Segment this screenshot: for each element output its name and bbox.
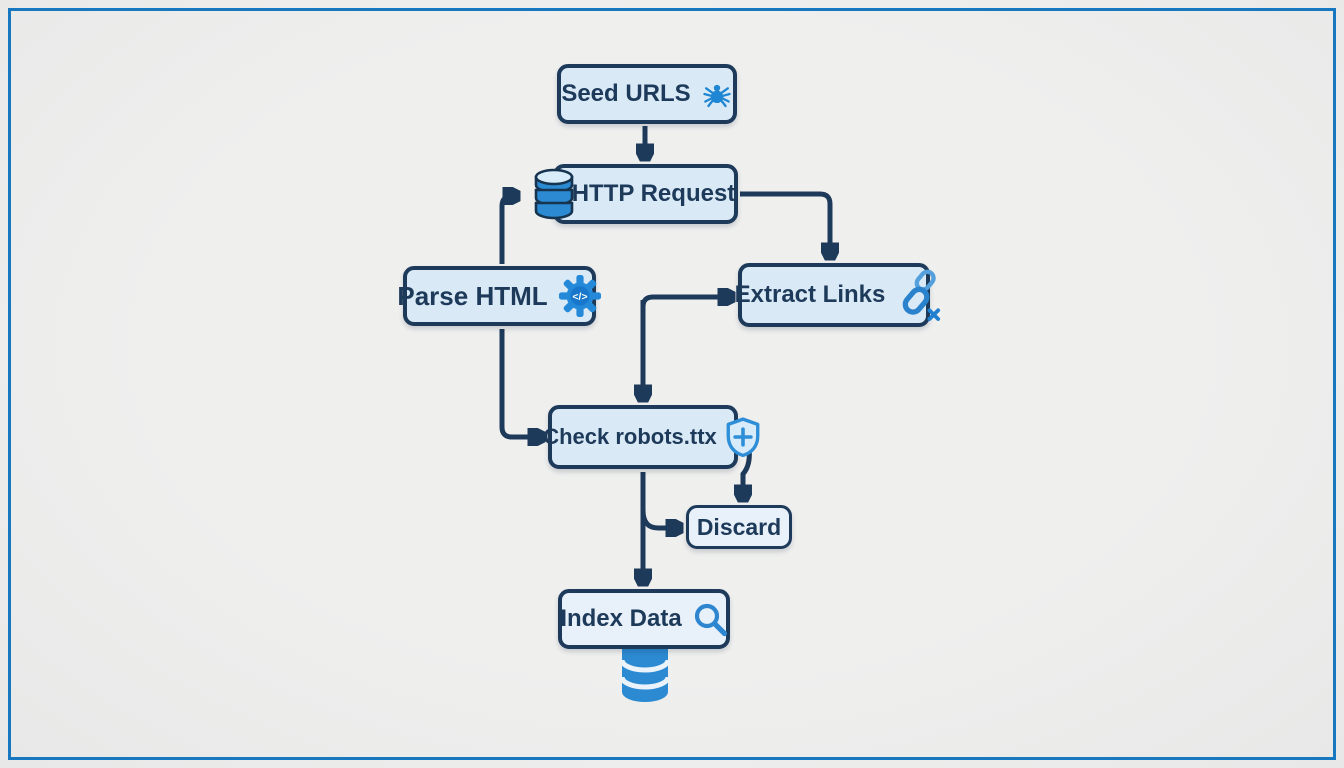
- gear-code-icon: </>: [558, 274, 602, 318]
- node-check-robots-label: Check robots.ttx: [543, 424, 717, 449]
- node-extract-links: Extract Links: [734, 263, 941, 327]
- spider-icon: [701, 78, 733, 110]
- database-stack-icon: [530, 167, 578, 221]
- node-discard-label: Discard: [696, 513, 782, 540]
- chain-links-icon: [895, 269, 941, 321]
- node-index-data-label: Index Data: [560, 605, 682, 632]
- shield-plus-icon: [725, 417, 761, 458]
- node-seed-urls-label: Seed URLS: [561, 80, 691, 107]
- edge-parse-to-check: [499, 329, 543, 437]
- node-extract-links-label: Extract Links: [734, 281, 886, 308]
- search-icon: [692, 601, 728, 637]
- edge-parse-to-http-loop: [499, 196, 518, 264]
- node-index-data: Index Data: [558, 589, 730, 649]
- edge-branch-to-discard: [640, 509, 681, 528]
- node-seed-urls: Seed URLS: [557, 64, 737, 124]
- node-parse-html: Parse HTML </>: [397, 266, 601, 326]
- edge-junction-to-extract: [640, 297, 733, 392]
- node-http-request: HTTP Request: [534, 164, 738, 224]
- node-discard: Discard: [686, 505, 792, 549]
- node-check-robots: Check robots.ttx: [543, 405, 760, 469]
- svg-text:</>: </>: [572, 291, 587, 303]
- node-http-request-label: HTTP Request: [571, 180, 736, 207]
- node-parse-html-label: Parse HTML: [397, 281, 548, 311]
- database-cylinder-icon: [618, 640, 672, 708]
- edge-http-to-extract: [740, 191, 830, 258]
